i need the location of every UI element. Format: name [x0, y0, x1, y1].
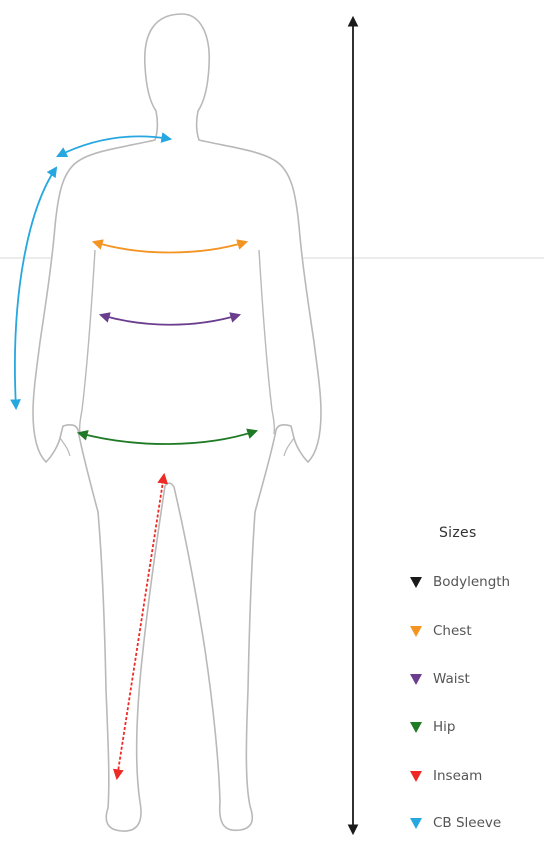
legend-item-chest: Chest — [410, 621, 472, 641]
chest-triangle-icon — [410, 626, 422, 637]
legend-label: CB Sleeve — [433, 815, 501, 831]
hip-triangle-icon — [410, 722, 422, 733]
legend-item-bodylength: Bodylength — [410, 572, 510, 592]
legend-item-hip: Hip — [410, 717, 455, 737]
legend-label: Inseam — [433, 768, 482, 784]
legend-title: Sizes — [439, 525, 477, 541]
body-silhouette — [33, 14, 321, 831]
legend-item-cb-sleeve: CB Sleeve — [410, 813, 501, 833]
legend-item-waist: Waist — [410, 669, 470, 689]
waist-triangle-icon — [410, 674, 422, 685]
right-thumb-contour — [284, 438, 294, 456]
legend-label: Hip — [433, 719, 455, 735]
cb-sleeve-triangle-icon — [410, 818, 422, 829]
left-thumb-contour — [60, 438, 70, 456]
legend-label: Chest — [433, 623, 472, 639]
legend-label: Waist — [433, 671, 470, 687]
legend-label: Bodylength — [433, 574, 510, 590]
bodylength-triangle-icon — [410, 577, 422, 588]
inseam-triangle-icon — [410, 771, 422, 782]
legend-item-inseam: Inseam — [410, 766, 482, 786]
